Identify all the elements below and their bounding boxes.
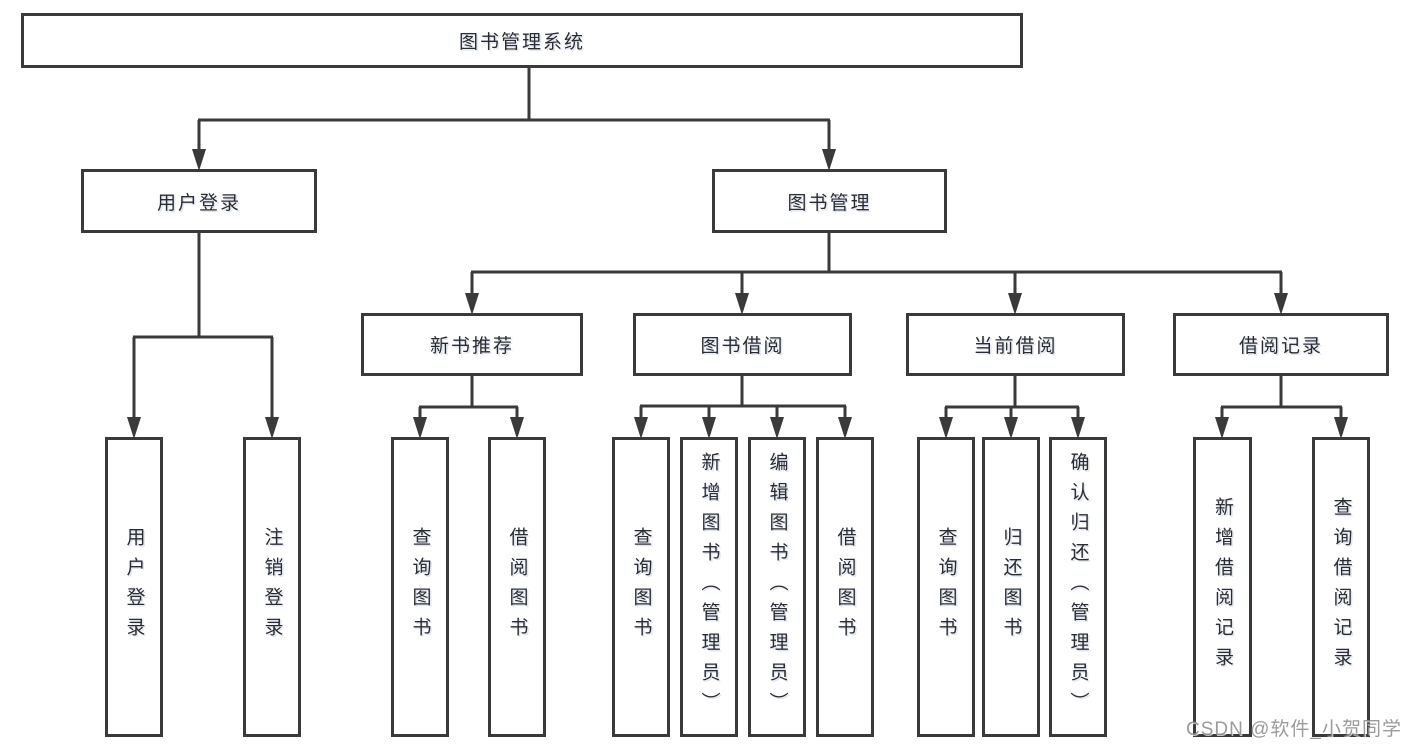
leaf-query-borrow-record: 查询借阅记录 <box>1312 437 1370 737</box>
leaf-user-login-label: 用户登录 <box>123 527 145 647</box>
leaf-add-books-admin-label: 新增图书（管理员） <box>698 452 720 722</box>
node-borrowing-records: 借阅记录 <box>1173 313 1389 376</box>
node-root-system-label: 图书管理系统 <box>458 32 585 53</box>
node-root-system: 图书管理系统 <box>21 13 1023 68</box>
node-book-management-label: 图书管理 <box>787 192 872 214</box>
leaf-borrow-query-books-label: 查询图书 <box>630 527 652 647</box>
leaf-user-login: 用户登录 <box>105 437 163 737</box>
leaf-return-books-label: 归还图书 <box>1000 527 1022 647</box>
connector-root-to-level2 <box>192 66 836 171</box>
node-book-borrowing: 图书借阅 <box>633 313 852 376</box>
csdn-watermark: CSDN @软件_小贺同学 <box>1186 719 1402 740</box>
connector-book-borrow-group <box>634 374 852 439</box>
connector-new-books-group <box>413 374 524 439</box>
connector-current-borrow-group <box>939 374 1085 439</box>
leaf-query-borrow-record-label: 查询借阅记录 <box>1330 497 1352 677</box>
leaf-logout-label: 注销登录 <box>261 527 283 647</box>
leaf-borrow-books: 借阅图书 <box>816 437 874 737</box>
leaf-edit-books-admin-label: 编辑图书（管理员） <box>766 452 788 722</box>
connector-book-management-to-level3 <box>465 231 1288 315</box>
node-book-borrowing-label: 图书借阅 <box>700 336 785 357</box>
connector-borrow-records-group <box>1215 374 1348 439</box>
node-new-book-recommendation-label: 新书推荐 <box>429 336 514 357</box>
leaf-borrow-books-label: 借阅图书 <box>834 527 856 647</box>
leaf-borrow-query-books: 查询图书 <box>612 437 670 737</box>
leaf-newbooks-borrow-books-label: 借阅图书 <box>506 527 528 647</box>
leaf-return-books: 归还图书 <box>982 437 1040 737</box>
node-current-borrowing: 当前借阅 <box>906 313 1125 376</box>
leaf-add-books-admin: 新增图书（管理员） <box>680 437 738 737</box>
leaf-add-borrow-record-label: 新增借阅记录 <box>1212 497 1233 677</box>
leaf-confirm-return-admin-label: 确认归还（管理员） <box>1067 452 1089 722</box>
node-current-borrowing-label: 当前借阅 <box>973 336 1058 357</box>
leaf-newbooks-query-books: 查询图书 <box>391 437 449 737</box>
leaf-confirm-return-admin: 确认归还（管理员） <box>1049 437 1107 737</box>
leaf-current-query-books-label: 查询图书 <box>935 527 957 647</box>
leaf-newbooks-query-books-label: 查询图书 <box>409 527 431 647</box>
leaf-edit-books-admin: 编辑图书（管理员） <box>748 437 806 737</box>
node-user-login-label: 用户登录 <box>156 192 241 214</box>
leaf-newbooks-borrow-books: 借阅图书 <box>488 437 546 737</box>
leaf-add-borrow-record: 新增借阅记录 <box>1193 437 1252 737</box>
connector-user-login-branch <box>127 231 279 439</box>
leaf-logout: 注销登录 <box>243 437 301 737</box>
node-borrowing-records-label: 借阅记录 <box>1238 336 1323 357</box>
node-user-login: 用户登录 <box>81 169 317 233</box>
node-new-book-recommendation: 新书推荐 <box>361 313 583 376</box>
node-book-management: 图书管理 <box>712 169 947 233</box>
leaf-current-query-books: 查询图书 <box>917 437 975 737</box>
